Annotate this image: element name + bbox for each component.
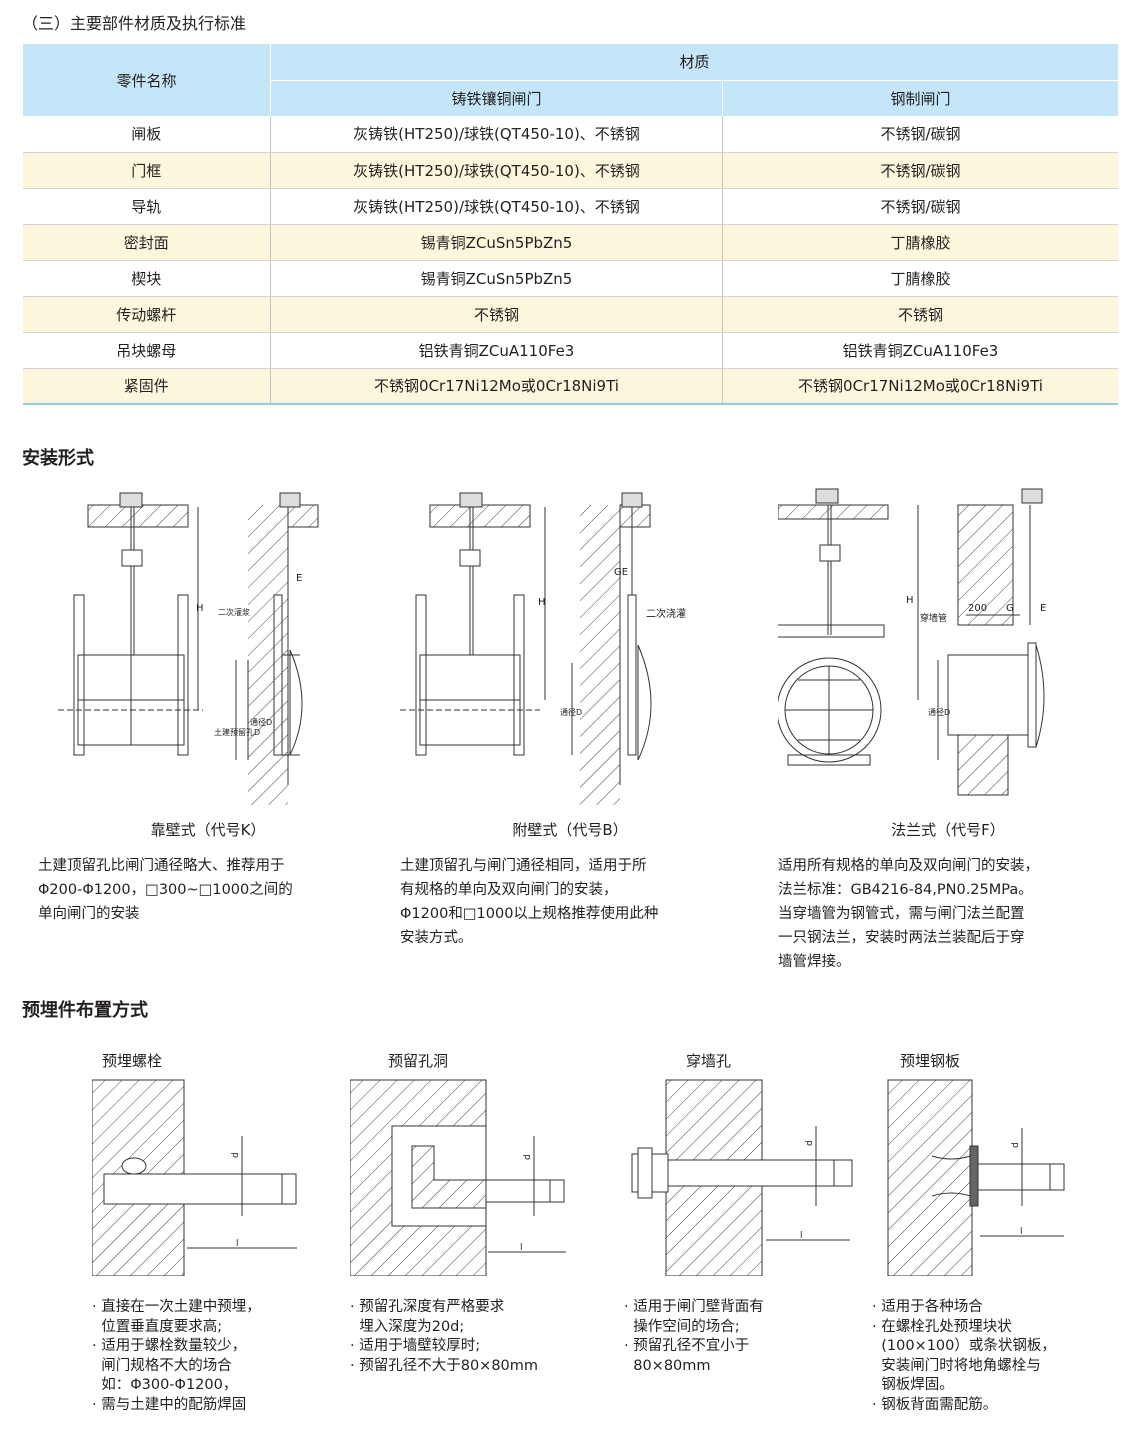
- steel-cell: 不锈钢/碳钢: [722, 116, 1118, 153]
- cast-cell: 灰铸铁(HT250)/球铁(QT450-10)、不锈钢: [270, 188, 723, 225]
- install-k-desc: 土建顶留孔比闸门通径略大、推荐用于 Φ200-Φ1200，□300~□1000之…: [38, 858, 293, 922]
- label-d: d: [231, 1152, 241, 1158]
- label-e: E: [1040, 603, 1046, 614]
- header-material: 材质: [270, 44, 1118, 81]
- cast-cell: 灰铸铁(HT250)/球铁(QT450-10)、不锈钢: [270, 116, 723, 153]
- table-row: 传动螺杆不锈钢不锈钢: [22, 296, 1118, 333]
- label-ge: GE: [614, 567, 628, 578]
- embed-plate-notes: · 适用于各种场合 · 在螺栓孔处预埋块状 (100×100）或条状钢板， 安装…: [872, 1299, 1056, 1413]
- label-hole: 土建预留孔D: [214, 727, 260, 737]
- part-cell: 传动螺杆: [22, 296, 271, 333]
- label-h: H: [196, 603, 204, 614]
- cast-cell: 锡青铜ZCuSn5PbZn5: [270, 224, 723, 261]
- cast-cell: 不锈钢0Cr17Ni12Mo或0Cr18Ni9Ti: [270, 368, 723, 405]
- part-cell: 楔块: [22, 260, 271, 297]
- embedded-title: 预埋件布置方式: [22, 1000, 148, 1021]
- cast-cell: 不锈钢: [270, 296, 723, 333]
- embed-hole-notes: · 预留孔深度有严格要求 埋入深度为20d; · 适用于墙壁较厚时; · 预留孔…: [350, 1299, 539, 1374]
- steel-cell: 丁腈橡胶: [722, 224, 1118, 261]
- label-d: d: [805, 1140, 815, 1146]
- embed-bolt-drawing: d l: [91, 1079, 297, 1277]
- label-d: d: [1011, 1142, 1021, 1148]
- label-grout: 二次灌浆: [218, 607, 250, 617]
- cast-cell: 铝铁青铜ZCuA110Fe3: [270, 332, 723, 369]
- steel-cell: 不锈钢0Cr17Ni12Mo或0Cr18Ni9Ti: [722, 368, 1118, 405]
- table-row: 门框灰铸铁(HT250)/球铁(QT450-10)、不锈钢不锈钢/碳钢: [22, 152, 1118, 189]
- materials-table: 零件名称 材质 铸铁镶铜闸门 钢制闸门 闸板灰铸铁(HT250)/球铁(QT45…: [22, 44, 1118, 405]
- label-l: l: [236, 1239, 239, 1249]
- install-type-k: H E 二次灌浆 土建预留孔D 通径D 靠壁式（代号K） 土建顶留孔比闸门通径略…: [38, 475, 378, 926]
- label-h: H: [538, 597, 546, 608]
- embed-hole-drawing: d l: [349, 1079, 566, 1277]
- part-cell: 门框: [22, 152, 271, 189]
- steel-cell: 不锈钢: [722, 296, 1118, 333]
- label-l: l: [520, 1243, 523, 1253]
- part-cell: 导轨: [22, 188, 271, 225]
- part-cell: 闸板: [22, 116, 271, 153]
- header-cast-gate: 铸铁镶铜闸门: [270, 80, 723, 116]
- embed-through-notes: · 适用于闸门壁背面有 操作空间的场合; · 预留孔径不宜小于 80×80mm: [624, 1299, 764, 1374]
- label-g: G: [1006, 603, 1014, 614]
- label-dia: 通径D: [928, 707, 950, 717]
- install-b-caption: 附壁式（代号B）: [512, 821, 628, 839]
- steel-cell: 铝铁青铜ZCuA110Fe3: [722, 332, 1118, 369]
- header-steel-gate: 钢制闸门: [722, 80, 1118, 116]
- install-type-b: H GE 二次浇灌 通径D 附壁式（代号B） 土建顶留孔与闸门通径相同，适用于所…: [400, 475, 740, 950]
- header-part-name: 零件名称: [22, 44, 271, 116]
- steel-cell: 不锈钢/碳钢: [722, 152, 1118, 189]
- install-f-desc: 适用所有规格的单向及双向闸门的安装， 法兰标准：GB4216-84,PN0.25…: [778, 858, 1039, 970]
- label-l: l: [800, 1231, 803, 1241]
- steel-cell: 不锈钢/碳钢: [722, 188, 1118, 225]
- label-e: E: [296, 573, 302, 584]
- materials-section-title: （三）主要部件材质及执行标准: [22, 14, 247, 33]
- embed-bolt-notes: · 直接在一次土建中预埋， 位置垂直度要求高; · 适用于螺栓数量较少， 闸门规…: [92, 1299, 261, 1413]
- part-cell: 吊块螺母: [22, 332, 271, 369]
- cast-cell: 灰铸铁(HT250)/球铁(QT450-10)、不锈钢: [270, 152, 723, 189]
- embed-through-title: 穿墙孔: [686, 1052, 732, 1070]
- cast-cell: 锡青铜ZCuSn5PbZn5: [270, 260, 723, 297]
- embed-bolt: 预埋螺栓 d l · 直接在一次土建中预埋， 位置垂直度要求高; · 适用于螺栓…: [91, 1050, 332, 1415]
- part-cell: 紧固件: [22, 368, 271, 405]
- label-200: 200: [968, 603, 987, 614]
- install-k-drawing: H E 二次灌浆 土建预留孔D 通径D: [58, 492, 319, 805]
- embed-plate: 预埋钢板 d l · 适用于各种场合 · 在螺栓孔处预埋块状 (100×100）…: [872, 1050, 1112, 1415]
- part-cell: 密封面: [22, 224, 271, 261]
- embed-bolt-title: 预埋螺栓: [102, 1052, 163, 1070]
- install-b-drawing: H GE 二次浇灌 通径D: [400, 492, 686, 805]
- embed-plate-drawing: d l: [887, 1079, 1065, 1277]
- install-type-f: H 穿墙管 200 G E 通径D 法兰式（代号F） 适用所有规格的单向及双向闸…: [778, 475, 1118, 974]
- label-d: d: [523, 1154, 533, 1160]
- label-dia: 通径D: [250, 717, 272, 727]
- table-row: 导轨灰铸铁(HT250)/球铁(QT450-10)、不锈钢不锈钢/碳钢: [22, 188, 1118, 225]
- embed-through-drawing: d l: [631, 1079, 853, 1277]
- install-f-drawing: H 穿墙管 200 G E 通径D: [778, 488, 1046, 796]
- embed-hole: 预留孔洞 d l · 预留孔深度有严格要求 埋入深度为20d; · 适用于墙壁较…: [349, 1050, 590, 1376]
- embed-hole-title: 预留孔洞: [388, 1052, 449, 1070]
- table-row: 闸板灰铸铁(HT250)/球铁(QT450-10)、不锈钢不锈钢/碳钢: [22, 116, 1118, 153]
- label-pipe: 穿墙管: [920, 612, 947, 624]
- install-b-desc: 土建顶留孔与闸门通径相同，适用于所 有规格的单向及双向闸门的安装， Φ1200和…: [400, 858, 659, 946]
- steel-cell: 丁腈橡胶: [722, 260, 1118, 297]
- install-k-caption: 靠壁式（代号K）: [150, 821, 266, 839]
- embed-plate-title: 预埋钢板: [900, 1052, 961, 1070]
- label-grout: 二次浇灌: [646, 607, 686, 620]
- install-f-caption: 法兰式（代号F）: [891, 821, 1005, 839]
- label-h: H: [906, 595, 914, 606]
- installation-title: 安装形式: [22, 448, 94, 469]
- embed-through: 穿墙孔 d l · 适用于闸门壁背面有 操作空间的场合; · 预留孔径不宜小于 …: [624, 1050, 864, 1376]
- label-dia: 通径D: [560, 707, 582, 717]
- label-l: l: [1020, 1227, 1023, 1237]
